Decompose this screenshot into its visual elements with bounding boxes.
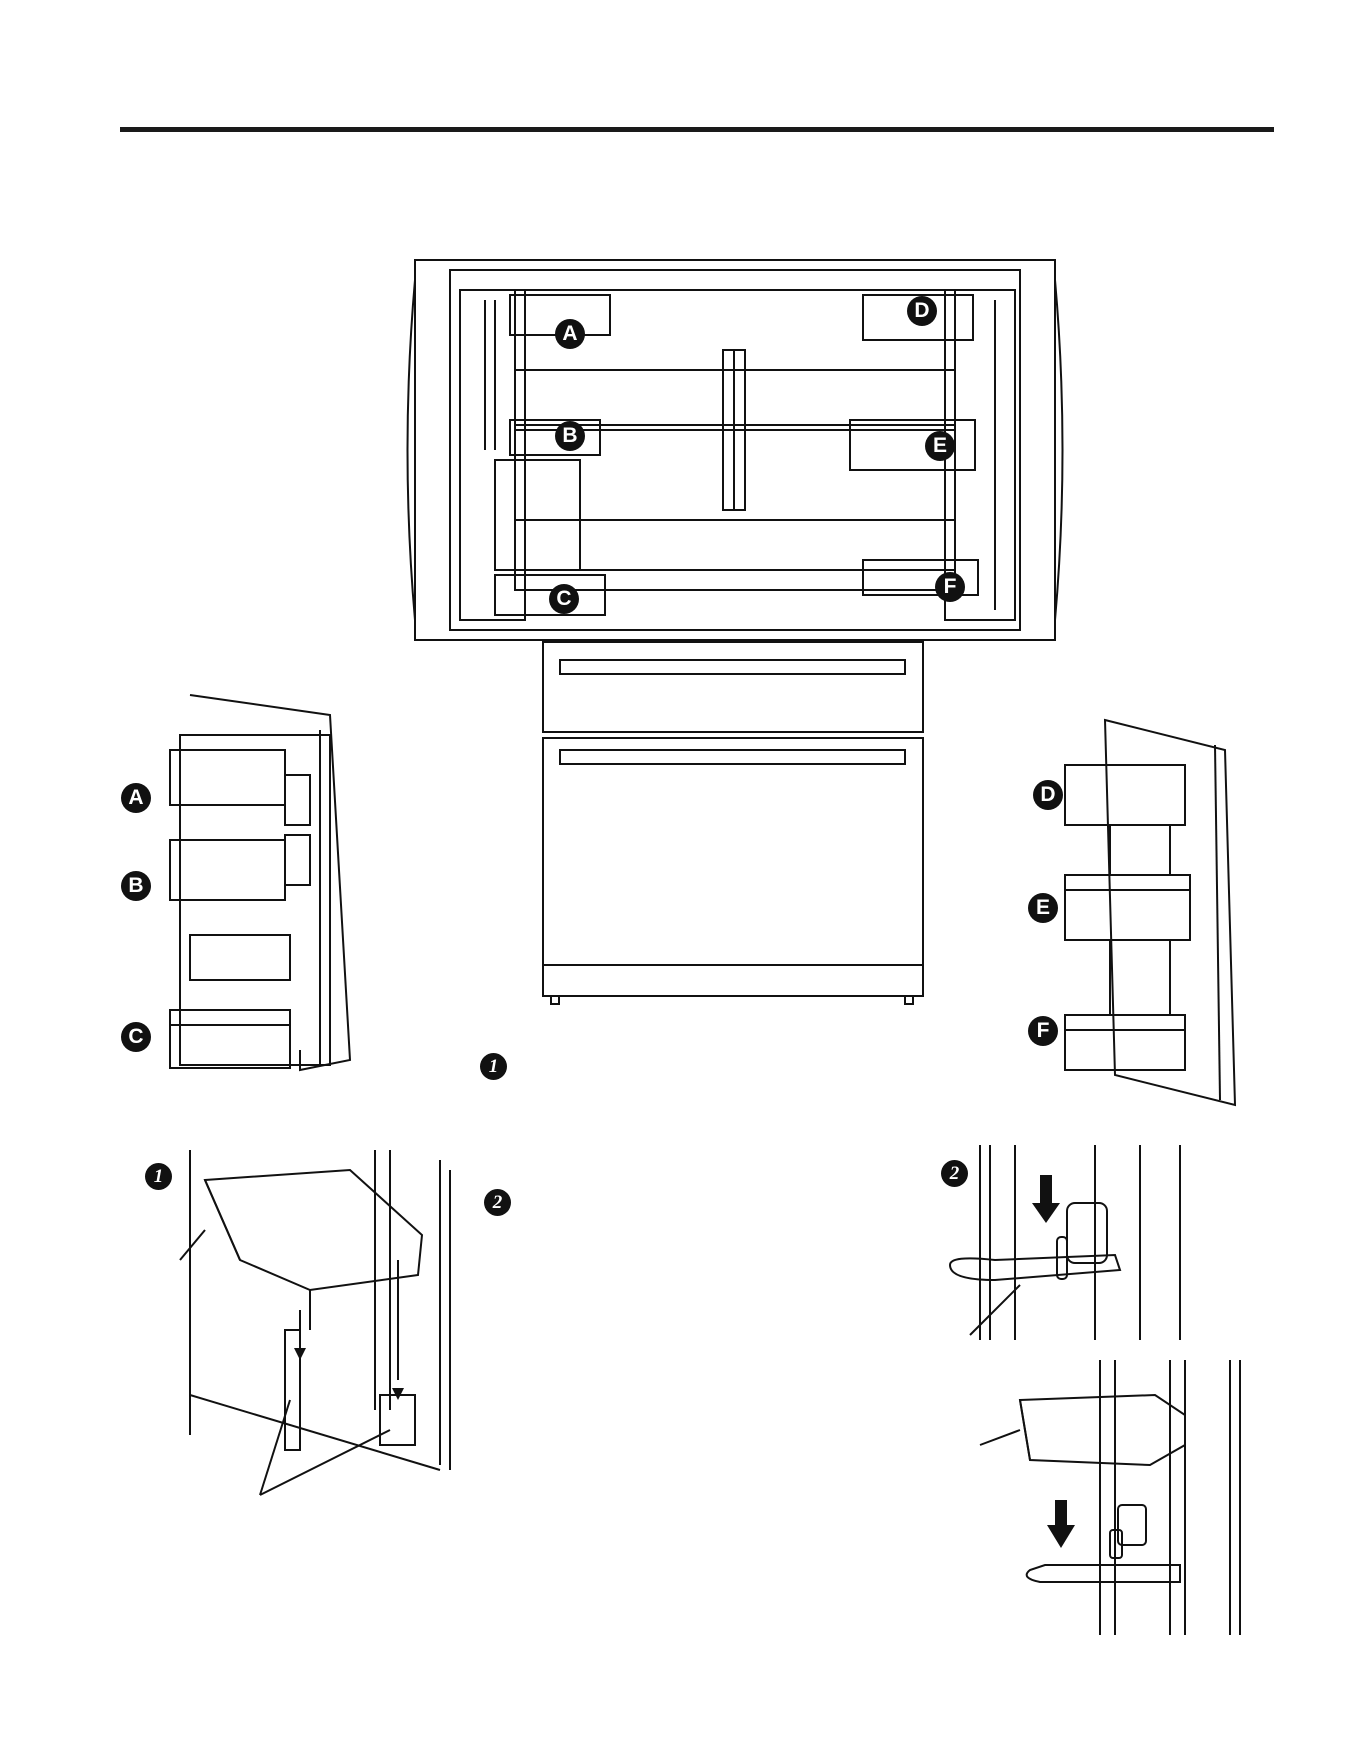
label-e-right: E bbox=[1028, 893, 1058, 923]
label-b-main: B bbox=[555, 421, 585, 451]
shelf-post-detail-figure bbox=[955, 1145, 1195, 1345]
down-arrow-icon bbox=[1047, 1500, 1075, 1548]
right-door-bins-figure bbox=[1055, 715, 1255, 1115]
label-a-left: A bbox=[121, 783, 151, 813]
left-door-bins-figure bbox=[160, 690, 360, 1080]
step-2-marker-top: 2 bbox=[484, 1189, 511, 1216]
down-arrow-icon bbox=[294, 1348, 306, 1360]
label-a-main: A bbox=[555, 319, 585, 349]
down-arrow-icon bbox=[1032, 1175, 1060, 1223]
refrigerator-open-doors-figure bbox=[405, 250, 1065, 1010]
step-1-marker-top: 1 bbox=[480, 1053, 507, 1080]
label-b-left: B bbox=[121, 871, 151, 901]
label-f-right: F bbox=[1028, 1016, 1058, 1046]
shelf-bin-lowering-figure bbox=[1020, 1360, 1250, 1640]
label-e-main: E bbox=[925, 431, 955, 461]
label-c-left: C bbox=[121, 1022, 151, 1052]
label-d-right: D bbox=[1033, 780, 1063, 810]
bin-removal-detail-figure bbox=[160, 1150, 460, 1530]
label-c-main: C bbox=[549, 584, 579, 614]
label-f-main: F bbox=[935, 572, 965, 602]
label-d-main: D bbox=[907, 296, 937, 326]
header-rule bbox=[120, 127, 1274, 132]
